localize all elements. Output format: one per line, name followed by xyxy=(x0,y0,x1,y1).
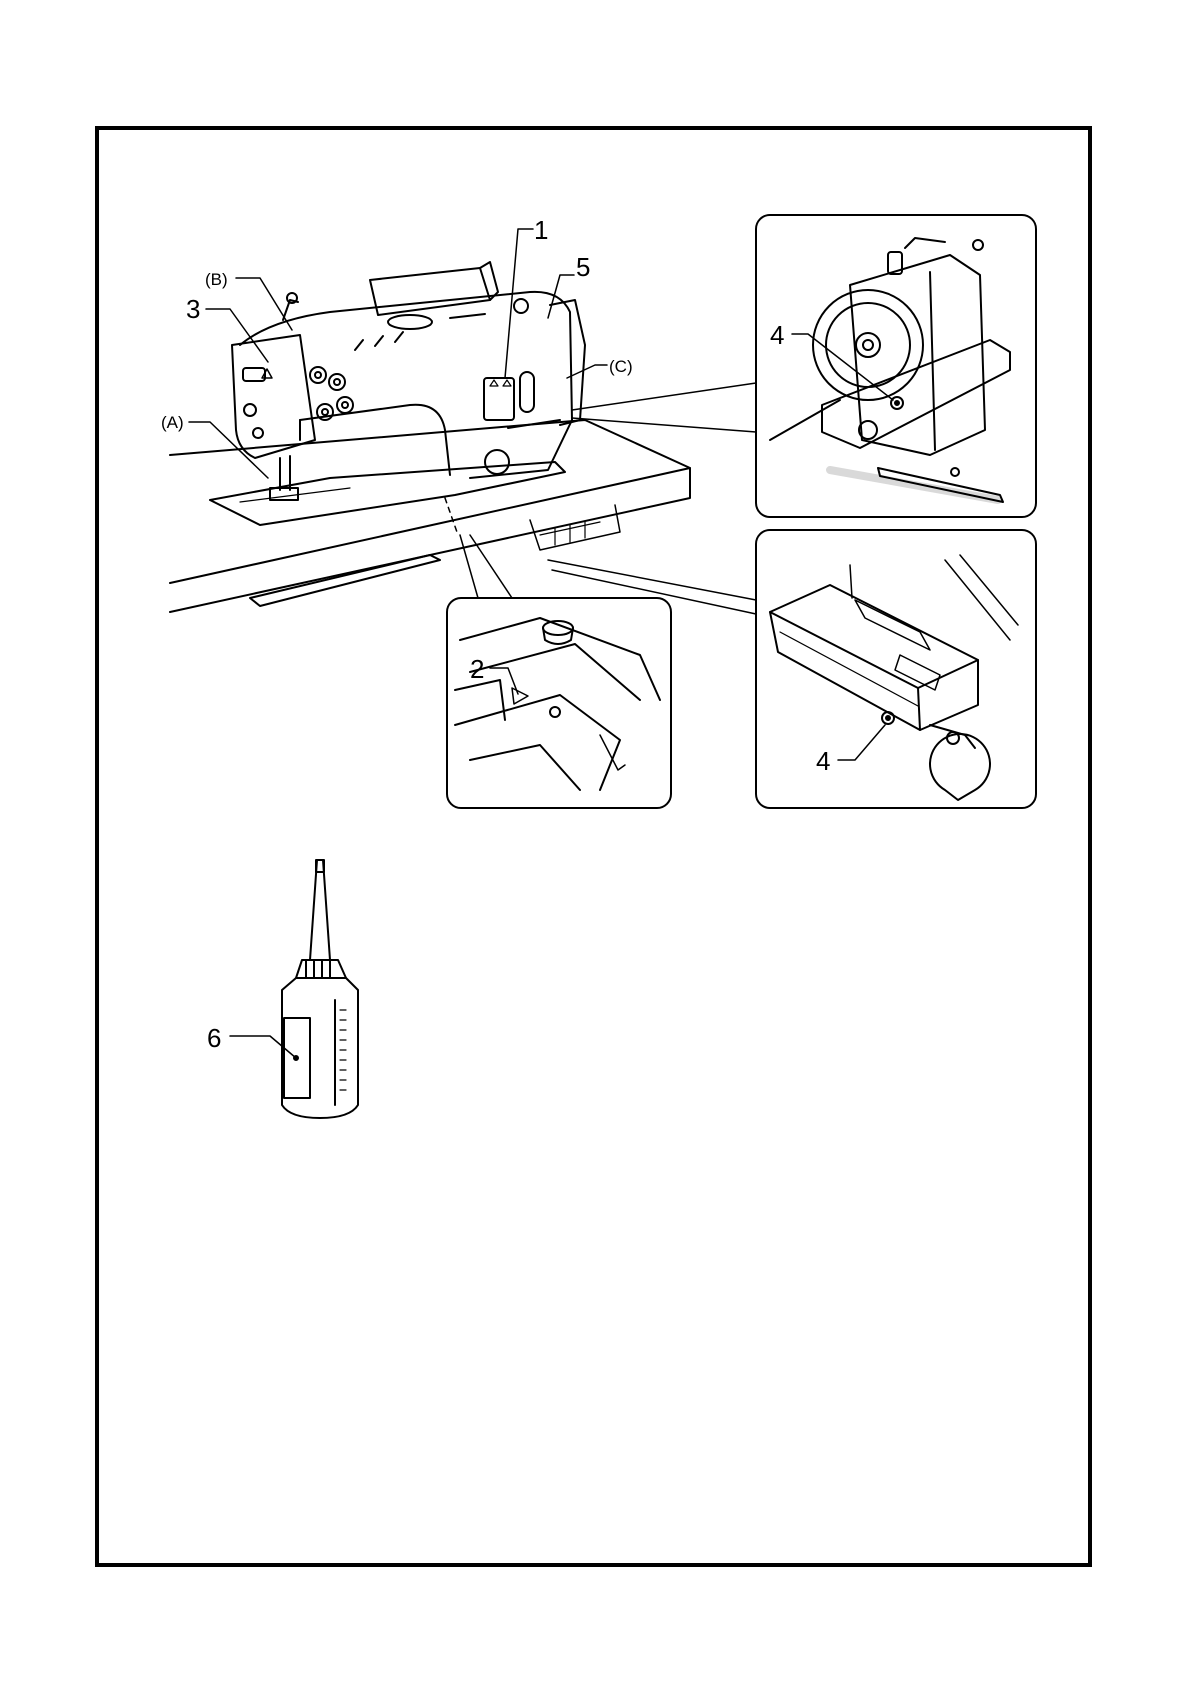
inset-machine-head xyxy=(756,215,1036,517)
sewing-machine xyxy=(210,262,585,525)
label-part-6: 6 xyxy=(207,1023,221,1053)
label-part-4-head: 4 xyxy=(770,320,784,350)
label-part-2: 2 xyxy=(470,654,484,684)
leader-lines-main xyxy=(189,229,607,478)
label-point-c: (C) xyxy=(609,357,633,376)
label-point-b: (B) xyxy=(205,270,228,289)
label-part-3: 3 xyxy=(186,294,200,324)
inset-oil-pan xyxy=(756,530,1036,808)
leader-6 xyxy=(230,1036,296,1058)
callout-lines xyxy=(460,383,756,614)
inset-bobbin-area xyxy=(447,598,671,808)
label-point-a: (A) xyxy=(161,413,184,432)
label-part-1: 1 xyxy=(534,215,548,245)
label-part-5: 5 xyxy=(576,252,590,282)
dashed-hint-line xyxy=(445,498,458,535)
label-part-4-pan: 4 xyxy=(816,746,830,776)
oil-bottle xyxy=(282,860,358,1118)
